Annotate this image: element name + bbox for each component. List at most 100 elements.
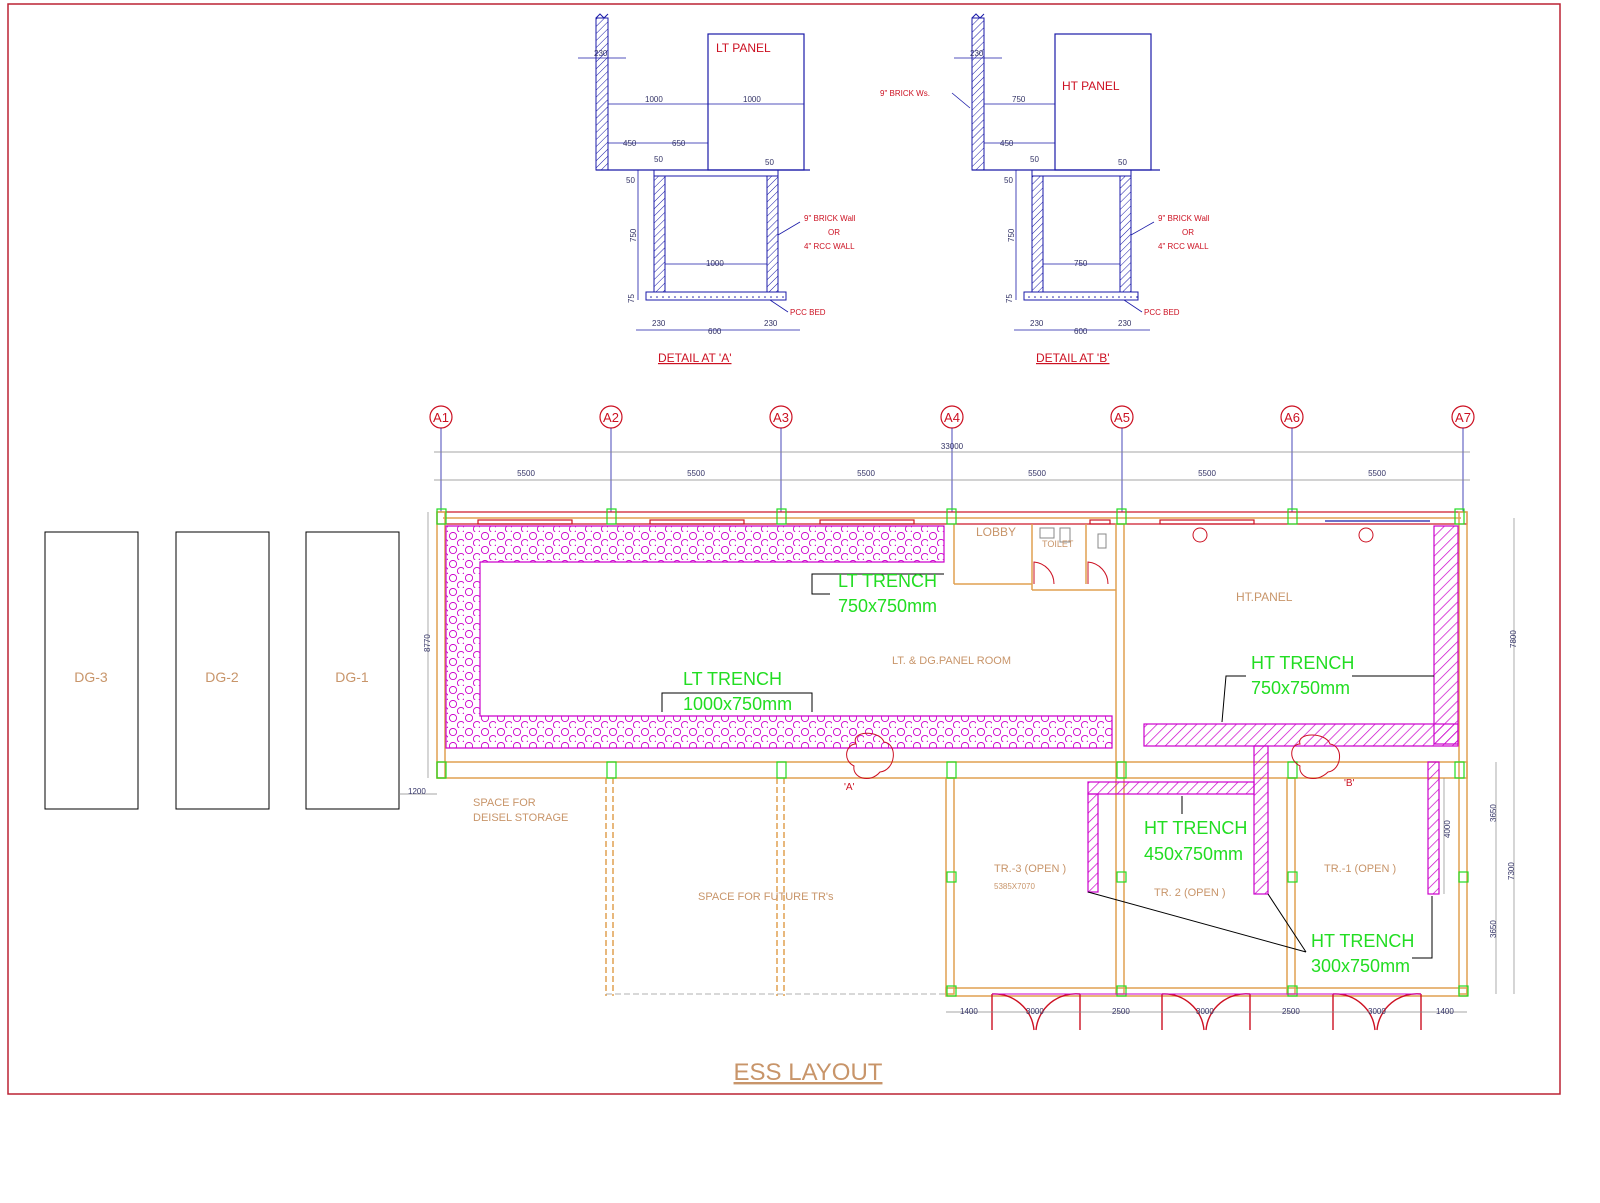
detail-a-pcc-bed [645, 291, 787, 301]
detail-a-dim-left: 1000 [645, 95, 663, 104]
svg-text:A2: A2 [603, 410, 619, 425]
ht-trench-3-name: HT TRENCH [1311, 931, 1414, 951]
room-tr2: TR. 2 (OPEN ) [1154, 887, 1226, 899]
grid-span-1: 5500 [517, 469, 535, 478]
room-tr3-size: 5385X7070 [994, 882, 1035, 891]
dim-bottom-5: 2500 [1282, 1007, 1300, 1016]
detail-a-dim-base: 75 [627, 294, 636, 303]
room-lt-dg-panel: LT. & DG.PANEL ROOM [892, 655, 1011, 667]
detail-a-dim-450: 450 [623, 139, 637, 148]
detail-a-title: DETAIL AT 'A' [658, 351, 732, 365]
lt-trench-1-name: LT TRENCH [838, 571, 937, 591]
room-toilet: TOILET [1042, 539, 1074, 549]
dimension-lines: 8770 7800 3650 7300 3650 4000 1400 3000 … [423, 512, 1518, 1016]
room-ht-panel: HT.PANEL [1236, 590, 1293, 604]
dim-bottom-6: 3000 [1368, 1007, 1386, 1016]
dim-bottom-2: 3000 [1026, 1007, 1044, 1016]
detail-markers [846, 732, 1340, 780]
grid-span-3: 5500 [857, 469, 875, 478]
svg-text:A6: A6 [1284, 410, 1300, 425]
lt-trench-shape [445, 525, 1113, 749]
detail-b-dim-b230a: 230 [1030, 319, 1044, 328]
detail-a-dim-b230a: 230 [652, 319, 666, 328]
lt-trench-2-size: 1000x750mm [683, 694, 792, 714]
room-tr1: TR.-1 (OPEN ) [1324, 863, 1396, 875]
detail-a-dim-50a: 50 [654, 155, 663, 164]
fixtures [1192, 527, 1374, 543]
dim-bottom-3: 2500 [1112, 1007, 1130, 1016]
grid-axis-a3: A3 [769, 405, 793, 512]
detail-b: 230 9" BRICK Ws. HT PANEL 750 450 50 50 … [880, 13, 1210, 365]
ht-trench-1-name: HT TRENCH [1251, 653, 1354, 673]
grid-axis-a5: A5 [1110, 405, 1134, 512]
building-walls [436, 511, 1468, 997]
ht-trench-3-size: 300x750mm [1311, 956, 1410, 976]
detail-a-dim-b230b: 230 [764, 319, 778, 328]
ht-trench-2-name: HT TRENCH [1144, 818, 1247, 838]
detail-a-bed-note: PCC BED [790, 308, 826, 317]
detail-b-wall-note-1: 9" BRICK Wall [1158, 214, 1210, 223]
detail-a-dim-50c: 50 [626, 176, 635, 185]
dim-bottom-1: 1400 [960, 1007, 978, 1016]
ht-trench-shapes [1087, 525, 1459, 895]
detail-a-dim-b600: 600 [708, 327, 722, 336]
room-lobby: LOBBY [976, 525, 1016, 539]
detail-b-dim-top: 230 [970, 49, 984, 58]
dim-right-1: 7800 [1509, 630, 1518, 648]
detail-b-dim-b600: 600 [1074, 327, 1088, 336]
detail-b-brick-note: 9" BRICK Ws. [880, 89, 930, 98]
detail-b-dim-450: 450 [1000, 139, 1014, 148]
drawing-title: ESS LAYOUT [734, 1059, 883, 1086]
detail-b-dim-50b: 50 [1118, 158, 1127, 167]
grid-span-5: 5500 [1198, 469, 1216, 478]
detail-b-title: DETAIL AT 'B' [1036, 351, 1110, 365]
room-tr3: TR.-3 (OPEN ) [994, 863, 1066, 875]
detail-b-dim-height: 750 [1007, 228, 1016, 242]
detail-a-wall-note-1: 9" BRICK Wall [804, 214, 856, 223]
ht-trench-2-size: 450x750mm [1144, 844, 1243, 864]
grid-axes: A1 A2 A3 A4 A5 A6 A7 [429, 405, 1475, 512]
detail-a-dim-650: 650 [672, 139, 686, 148]
detail-b-dim-inner: 750 [1074, 259, 1088, 268]
room-future-tr: SPACE FOR FUTURE TR's [698, 891, 834, 903]
drawing-border [7, 3, 1561, 1095]
grid-axis-a6: A6 [1280, 405, 1304, 512]
detail-b-dim-b230b: 230 [1118, 319, 1132, 328]
detail-marker-a: 'A' [844, 782, 855, 793]
generator-dg2-label: DG-2 [205, 669, 239, 685]
grid-axis-a1: A1 [429, 405, 453, 512]
svg-text:A3: A3 [773, 410, 789, 425]
detail-b-dim-base: 75 [1005, 294, 1014, 303]
detail-b-wall-note-3: 4" RCC WALL [1158, 242, 1209, 251]
detail-b-pcc-bed [1023, 291, 1139, 301]
dim-left: 8770 [423, 634, 432, 652]
detail-b-panel-label: HT PANEL [1062, 79, 1120, 93]
room-labels: LOBBY TOILET LT. & DG.PANEL ROOM HT.PANE… [473, 525, 1396, 903]
generators: DG-3 DG-2 DG-1 1200 [44, 531, 437, 810]
grid-axis-a2: A2 [599, 405, 623, 512]
grid-span-6: 5500 [1368, 469, 1386, 478]
generator-dg3-label: DG-3 [74, 669, 108, 685]
dim-bottom-4: 3000 [1196, 1007, 1214, 1016]
svg-text:A7: A7 [1455, 410, 1471, 425]
grid-axis-a7: A7 [1451, 405, 1475, 512]
windows [477, 519, 1430, 525]
detail-a-dim-50b: 50 [765, 158, 774, 167]
grid-total-dim: 33000 [941, 442, 964, 451]
dim-bottom-7: 1400 [1436, 1007, 1454, 1016]
toilet-doors [1033, 527, 1109, 585]
lt-trench-1-size: 750x750mm [838, 596, 937, 616]
detail-b-dim-left: 750 [1012, 95, 1026, 104]
trench-callouts: LT TRENCH 750x750mm LT TRENCH 1000x750mm… [661, 571, 1434, 976]
room-diesel-2: DEISEL STORAGE [473, 812, 568, 824]
column-markers [436, 508, 1469, 997]
svg-text:A1: A1 [433, 410, 449, 425]
detail-marker-b: 'B' [1344, 778, 1355, 789]
room-diesel-1: SPACE FOR [473, 797, 536, 809]
detail-b-bed-note: PCC BED [1144, 308, 1180, 317]
grid-span-2: 5500 [687, 469, 705, 478]
detail-a-dim-right: 1000 [743, 95, 761, 104]
generator-dg1 [305, 531, 400, 810]
detail-a-wall-note-2: OR [828, 228, 840, 237]
